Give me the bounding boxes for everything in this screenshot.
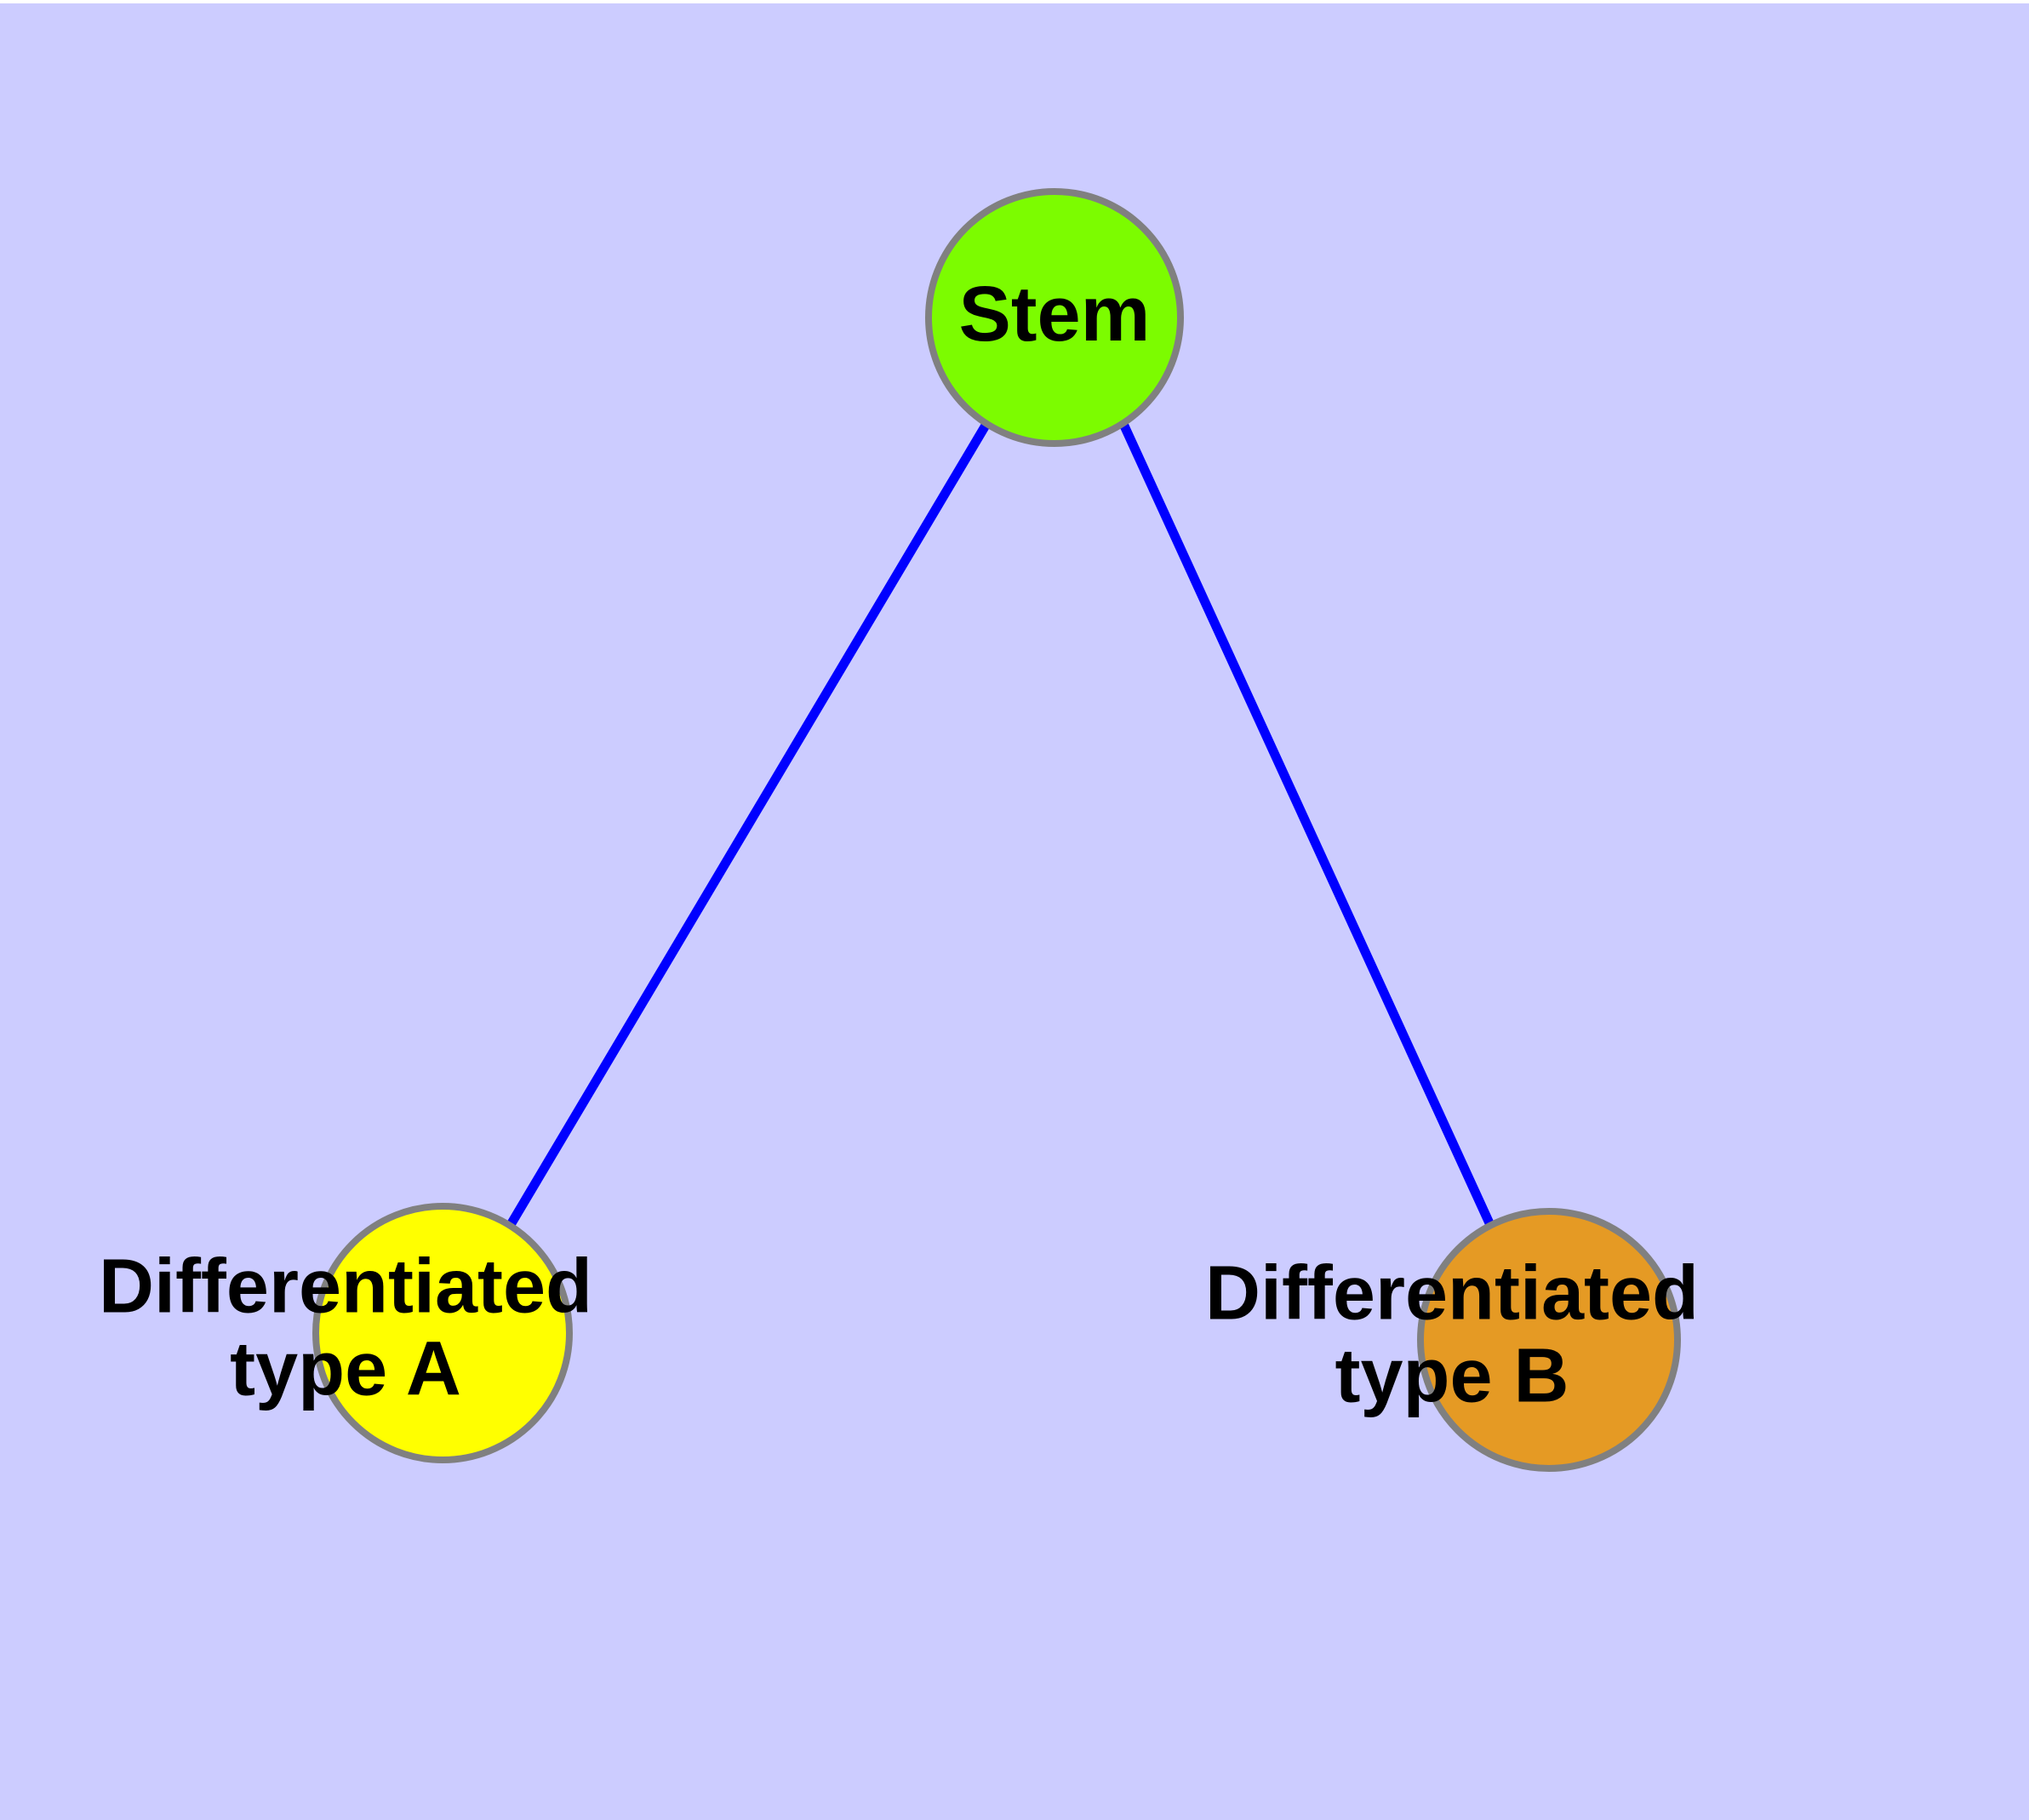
node-circle-diff_a[interactable]	[312, 1203, 573, 1463]
node-label-stem: Stem	[959, 271, 1151, 358]
graph-node[interactable]: Stem	[925, 188, 1184, 447]
graph-edge[interactable]	[1118, 421, 1495, 1228]
edge-layer	[507, 421, 1495, 1228]
node-circle-stem[interactable]	[925, 188, 1184, 447]
node-label-line: Differentiated	[1205, 1251, 1699, 1336]
node-label-line: Differentiated	[99, 1244, 592, 1329]
node-label-line: type A	[230, 1326, 461, 1411]
node-label-line: Stem	[959, 271, 1151, 358]
graph-edge[interactable]	[507, 421, 991, 1226]
node-label-line: type B	[1335, 1333, 1569, 1418]
node-circle-diff_b[interactable]	[1417, 1208, 1681, 1472]
